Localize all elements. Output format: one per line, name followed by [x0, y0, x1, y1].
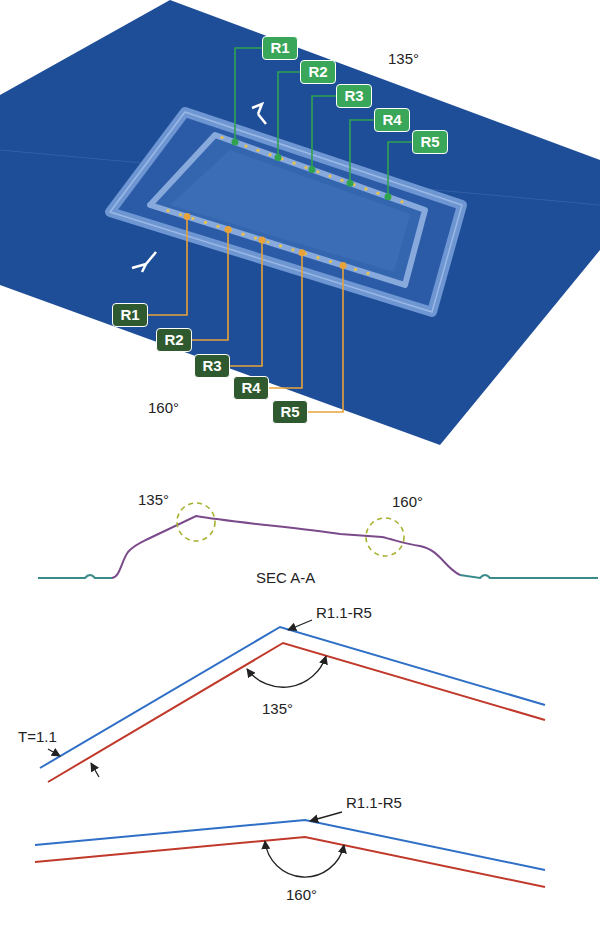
edge-dot — [191, 217, 194, 220]
pointer-arrow — [91, 763, 99, 777]
callout-number: R4 — [241, 379, 260, 397]
leader-dot — [259, 237, 266, 244]
leader-dot — [225, 226, 232, 233]
callout-box: R3 — [336, 84, 372, 108]
inner-surface — [35, 837, 545, 887]
callout-box: R2 — [300, 60, 336, 84]
thickness-label: T=1.1 — [18, 728, 57, 746]
angle-label: 160° — [286, 886, 317, 904]
callout-number: R1 — [120, 306, 139, 324]
angle-label: 160° — [148, 399, 179, 417]
pointer-arrow — [288, 620, 312, 630]
callout-box: R5 — [412, 130, 448, 154]
leader-dot — [385, 193, 392, 200]
edge-dot — [366, 272, 369, 275]
detail-circle — [177, 503, 215, 541]
sheet-panel — [0, 0, 600, 445]
callout-box: R2 — [156, 328, 192, 352]
callout-number: R3 — [344, 87, 363, 105]
edge-dot — [256, 149, 259, 152]
leader-line — [144, 217, 187, 315]
leader-line — [188, 230, 228, 341]
edge-dot — [241, 233, 244, 236]
edge-dot — [329, 260, 332, 263]
edge-dot — [179, 213, 182, 216]
callout-box: R4 — [233, 376, 269, 400]
callout-box: R1 — [262, 36, 298, 60]
edge-dot — [364, 187, 367, 190]
edge-dot — [328, 174, 331, 177]
callout-box: R3 — [194, 354, 230, 378]
edge-dot — [316, 170, 319, 173]
emboss-base — [110, 112, 462, 312]
leader-line — [350, 120, 374, 183]
radius-label: R1.1-R5 — [316, 604, 372, 622]
edge-dot — [292, 162, 295, 165]
leader-line — [304, 266, 343, 413]
angle-label: 135° — [388, 50, 419, 68]
leader-line — [226, 240, 262, 366]
edge-dot — [279, 244, 282, 247]
pointer-arrow — [48, 749, 60, 756]
pointer-arrow — [310, 812, 342, 821]
section-profile — [460, 575, 598, 578]
leader-dot — [309, 166, 316, 173]
angle-arc — [247, 656, 326, 687]
edge-dot — [400, 200, 403, 203]
inner-surface — [48, 643, 545, 782]
angle-label: 135° — [138, 491, 169, 509]
angle-label: 160° — [392, 493, 423, 511]
callout-number: R3 — [202, 357, 221, 375]
leader-dot — [340, 262, 347, 269]
edge-dot — [244, 144, 247, 147]
edge-dot — [291, 248, 294, 251]
edge-dot — [166, 209, 169, 212]
callout-box: R4 — [374, 108, 410, 132]
callout-number: R1 — [270, 39, 289, 57]
leader-line — [388, 142, 412, 197]
callout-number: R5 — [280, 403, 299, 421]
leader-dot — [184, 213, 191, 220]
leader-line — [265, 253, 302, 388]
edge-dot — [254, 236, 257, 239]
emboss-top-face — [150, 135, 425, 285]
edge-dot — [204, 221, 207, 224]
section-profile — [38, 575, 112, 578]
angle-arc — [265, 841, 344, 877]
callout-box: R5 — [272, 400, 308, 424]
callout-number: R2 — [164, 331, 183, 349]
emboss-top-highlight — [170, 150, 410, 272]
edge-dot — [220, 136, 223, 139]
emboss-edge — [110, 112, 462, 312]
leader-dot — [347, 180, 354, 187]
leader-dot — [232, 139, 239, 146]
angle-label: 135° — [262, 700, 293, 718]
edge-dot — [354, 268, 357, 271]
callout-number: R5 — [420, 133, 439, 151]
callout-box: R1 — [112, 303, 148, 327]
leader-line — [278, 72, 300, 158]
callout-number: R2 — [308, 63, 327, 81]
direction-mark — [132, 252, 156, 272]
callout-number: R4 — [382, 111, 401, 129]
edge-dot — [376, 192, 379, 195]
leader-dot — [299, 249, 306, 256]
leader-line — [312, 96, 336, 170]
direction-mark — [252, 104, 266, 124]
leader-line — [235, 48, 262, 142]
edge-dot — [340, 179, 343, 182]
section-profile — [112, 516, 460, 578]
section-label: SEC A-A — [256, 569, 315, 587]
edge-dot — [266, 240, 269, 243]
outer-surface — [35, 820, 545, 870]
edge-dot — [216, 225, 219, 228]
detail-circle — [366, 518, 404, 556]
edge-dot — [304, 166, 307, 169]
radius-label: R1.1-R5 — [346, 794, 402, 812]
edge-dot — [316, 256, 319, 259]
edge-dot — [268, 153, 271, 156]
leader-dot — [275, 154, 282, 161]
